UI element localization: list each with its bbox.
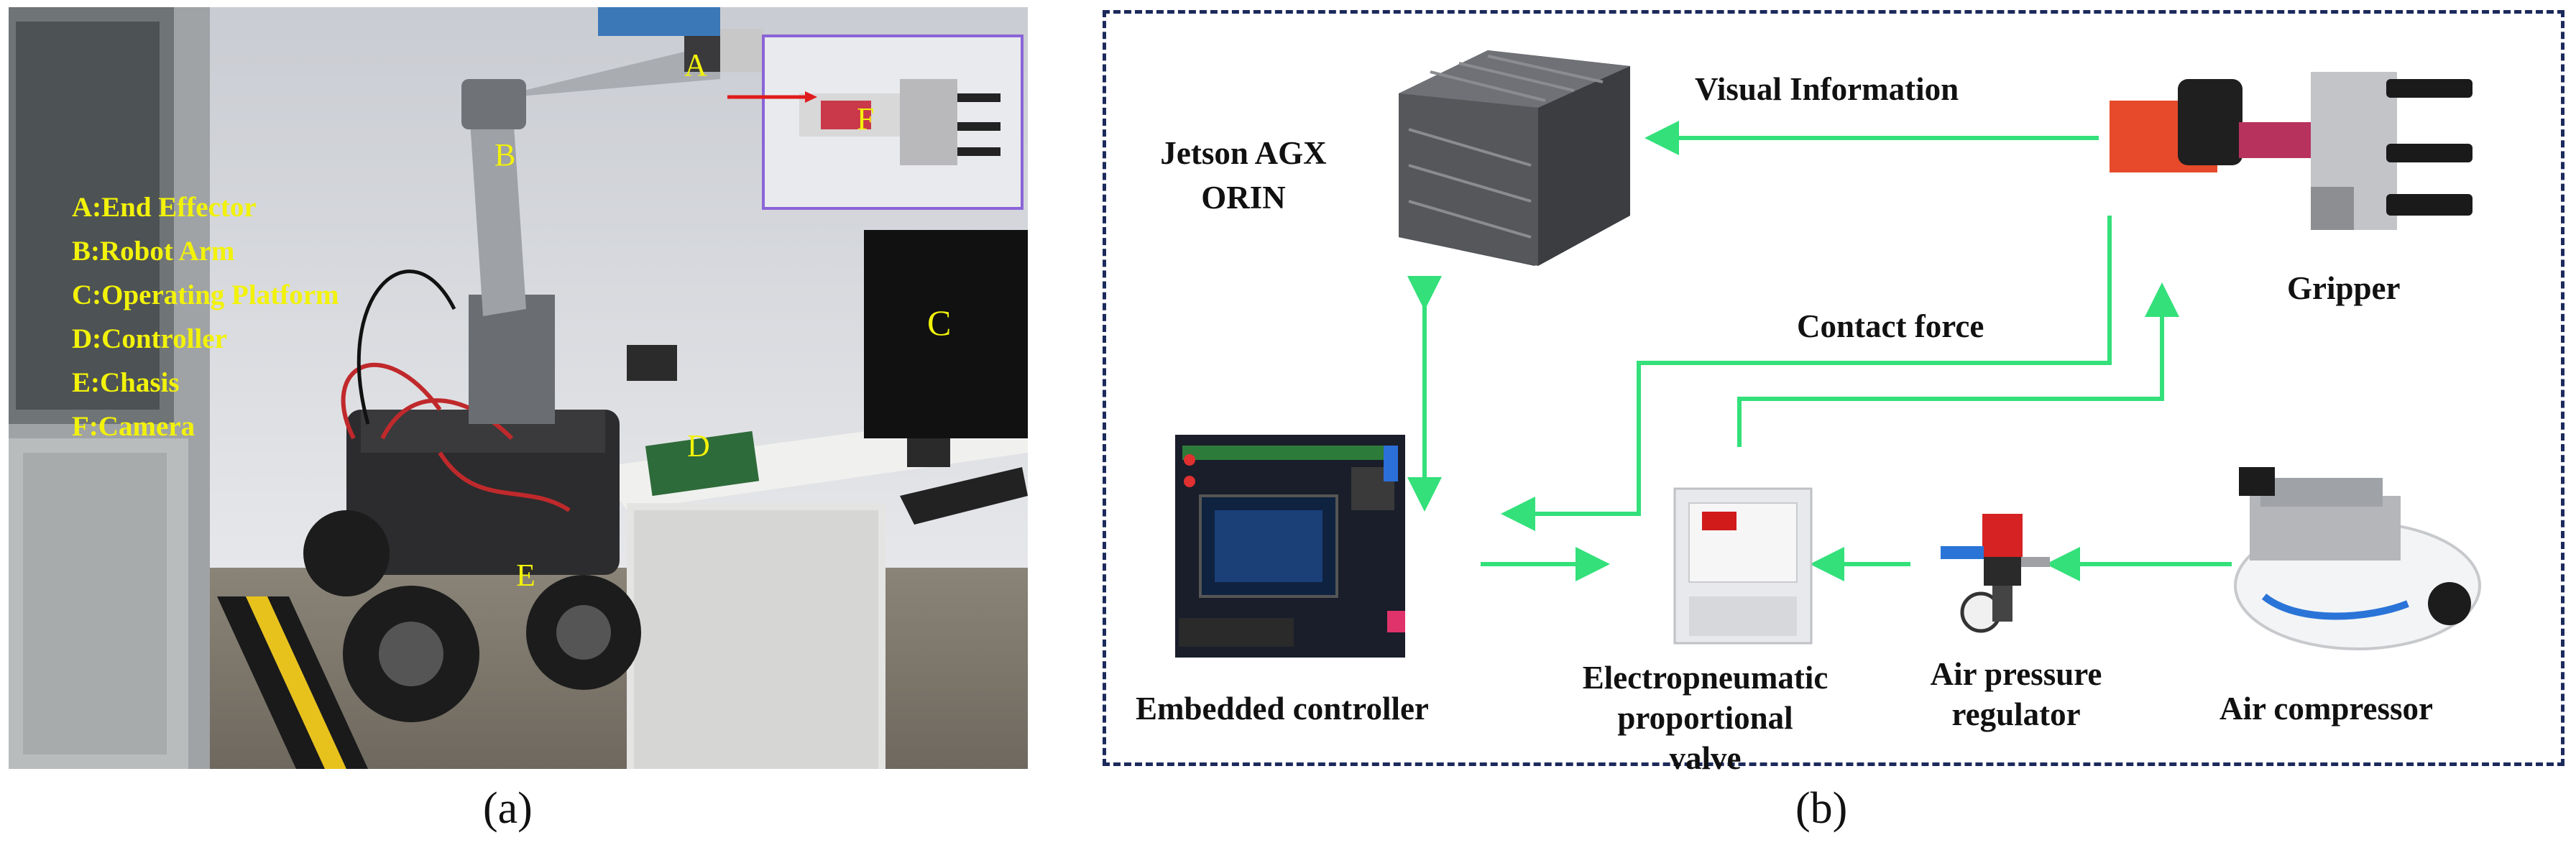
caption-a: (a) xyxy=(483,784,533,833)
robot-chassis xyxy=(303,410,641,722)
proportional-valve-icon xyxy=(1673,487,1813,645)
label-gripper: Gripper xyxy=(2287,270,2401,306)
legend-item: B:Robot Arm xyxy=(72,236,235,267)
legend-item: F:Camera xyxy=(72,411,196,442)
lab-scene-illustration xyxy=(9,7,1028,769)
label-valve: Electropneumatic proportional valve xyxy=(1582,660,1828,776)
label-visual-information: Visual Information xyxy=(1695,71,1959,107)
legend-item: C:Operating Platform xyxy=(72,280,339,310)
robot-arm xyxy=(461,36,742,424)
legend-item: D:Controller xyxy=(72,323,227,354)
gripper-icon xyxy=(2110,72,2472,230)
camera-inset xyxy=(762,34,1024,210)
legend-item: E:Chasis xyxy=(72,367,180,398)
hazard-stripe xyxy=(217,596,368,769)
jetson-device-icon xyxy=(1399,50,1630,266)
label-compressor: Air compressor xyxy=(2220,691,2434,727)
marker-f: F xyxy=(857,101,875,137)
arrow-contact-force xyxy=(1501,216,2112,531)
marker-a: A xyxy=(684,47,707,83)
caption-b: (b) xyxy=(1795,784,1848,833)
embedded-controller-icon xyxy=(1175,435,1405,658)
pressure-regulator-icon xyxy=(1941,514,2050,633)
air-compressor-icon xyxy=(2234,467,2481,650)
label-regulator: Air pressure regulator xyxy=(1930,656,2102,732)
label-jetson: Jetson AGX ORIN xyxy=(1160,135,1327,216)
marker-b: B xyxy=(494,137,516,172)
panel-b-frame xyxy=(1103,10,2564,766)
monitor xyxy=(864,230,1028,438)
arrow-valve-gripper xyxy=(1737,282,2179,447)
panel-a-photo: A:End Effector B:Robot Arm C:Operating P… xyxy=(9,7,1028,769)
controller-board-photo xyxy=(645,430,760,497)
legend: A:End Effector B:Robot Arm C:Operating P… xyxy=(72,185,339,448)
marker-c: C xyxy=(927,303,952,343)
marker-e: E xyxy=(516,558,535,593)
label-contact-force: Contact force xyxy=(1797,308,1984,344)
legend-item: A:End Effector xyxy=(72,192,257,223)
label-embedded-controller: Embedded controller xyxy=(1136,691,1429,727)
marker-d: D xyxy=(687,428,710,464)
